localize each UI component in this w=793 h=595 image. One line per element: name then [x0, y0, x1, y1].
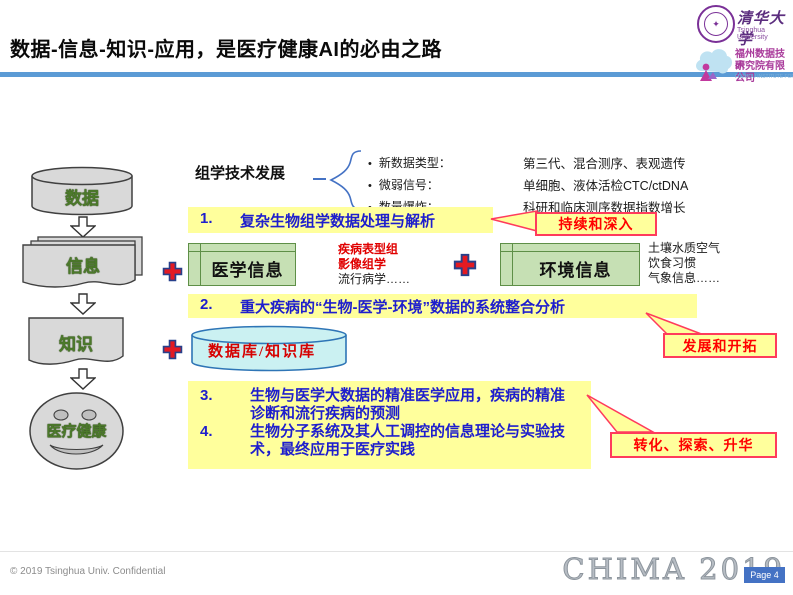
medical-info-box: 医学信息 — [188, 243, 296, 286]
fuzhou-logo-line2: 研究院有限公司 — [735, 61, 785, 84]
environment-note: 土壤水质空气 — [648, 241, 721, 255]
table-header-line — [501, 251, 639, 253]
environment-note: 饮食习惯 — [648, 256, 697, 270]
medical-info-label: 医学信息 — [211, 260, 284, 280]
fuzhou-logo-line1: 福州数据技术 — [735, 49, 785, 72]
item2-number: 2. — [200, 296, 213, 313]
omics-bullet-value: 第三代、混合测序、表观遗传 — [523, 157, 686, 171]
down-arrow-icon — [70, 293, 96, 315]
title-underline — [0, 72, 793, 77]
item2-text: 重大疾病的“生物-医学-环境”数据的系统整合分析 — [240, 299, 565, 316]
item1-number: 1. — [200, 210, 213, 227]
table-column-line — [512, 244, 514, 285]
callout3-tail — [586, 394, 655, 433]
database-knowledgebase-label: 数据库/知识库 — [208, 344, 317, 360]
omics-bullet-value: 单细胞、液体活检CTC/ctDNA — [523, 179, 689, 193]
down-arrow-icon — [70, 368, 96, 390]
callout-transform: 转化、探索、升华 — [610, 432, 777, 458]
cloud-logo-icon — [696, 49, 733, 81]
item1-text: 复杂生物组学数据处理与解析 — [240, 213, 436, 230]
brace-connector — [313, 178, 326, 180]
brace-icon — [329, 150, 362, 210]
flow-node-info-label: 信息 — [66, 257, 100, 276]
page-title: 数据-信息-知识-应用，是医疗健康AI的必由之路 — [10, 39, 442, 61]
item2-highlight-bar: 2. 重大疾病的“生物-医学-环境”数据的系统整合分析 — [188, 294, 697, 318]
copyright-text: © 2019 Tsinghua Univ. Confidential — [10, 566, 166, 577]
multi-document-icon — [22, 236, 143, 288]
footer-divider — [0, 551, 793, 552]
item3-text: 生物与医学大数据的精准医学应用，疾病的精准诊断和流行疾病的预测 — [250, 387, 566, 422]
omics-bullet: 微弱信号： — [368, 176, 439, 193]
item4-text: 生物分子系统及其人工调控的信息理论与实验技术，最终应用于医疗实践 — [250, 423, 566, 458]
callout-develop: 发展和开拓 — [663, 333, 777, 358]
flow-node-knowledge-label: 知识 — [59, 335, 93, 354]
item34-highlight-block: 3. 生物与医学大数据的精准医学应用，疾病的精准诊断和流行疾病的预测 4. 生物… — [188, 381, 591, 469]
medical-note-red: 疾病表型组 — [338, 242, 399, 256]
item1-highlight-bar: 1. 复杂生物组学数据处理与解析 — [188, 207, 493, 233]
smiley-face-icon — [29, 392, 124, 470]
environment-note: 气象信息…… — [648, 271, 721, 285]
table-column-line — [200, 244, 202, 285]
tsinghua-logo-en: Tsinghua University — [737, 27, 768, 41]
flow-node-data-label: 数据 — [65, 189, 99, 208]
tsinghua-logo-cn: 清华大学 — [737, 11, 786, 48]
callout-sustain: 持续和深入 — [535, 212, 657, 236]
plus-icon — [162, 339, 183, 360]
page-number-badge: Page 4 — [744, 567, 785, 583]
tsinghua-seal-icon: ✦ — [697, 5, 735, 43]
flow-node-health-label: 医疗健康 — [46, 423, 107, 440]
document-icon — [28, 317, 124, 365]
plus-icon — [453, 253, 477, 277]
fuzhou-logo-subtitle: FUZHOU INSTITUTE FOR DATA TECHNOLOGY — [735, 74, 793, 80]
environment-info-label: 环境信息 — [539, 260, 612, 280]
down-arrow-icon — [70, 216, 96, 238]
omics-bullet: 新数据类型： — [368, 154, 451, 171]
medical-note-red: 影像组学 — [338, 257, 387, 271]
omics-bullet-value: 科研和临床测序数据指数增长 — [523, 201, 686, 215]
database-cylinder-icon — [31, 166, 133, 216]
knowledge-db-icon — [191, 325, 347, 372]
item4-number: 4. — [200, 423, 213, 440]
environment-info-box: 环境信息 — [500, 243, 640, 286]
medical-note: 流行病学…… — [338, 272, 411, 286]
table-header-line — [189, 251, 295, 253]
omics-section-title: 组学技术发展 — [195, 165, 286, 182]
plus-icon — [162, 261, 183, 282]
callout1-tail — [490, 210, 538, 232]
tsinghua-seal-star: ✦ — [704, 12, 728, 36]
item3-number: 3. — [200, 387, 213, 404]
